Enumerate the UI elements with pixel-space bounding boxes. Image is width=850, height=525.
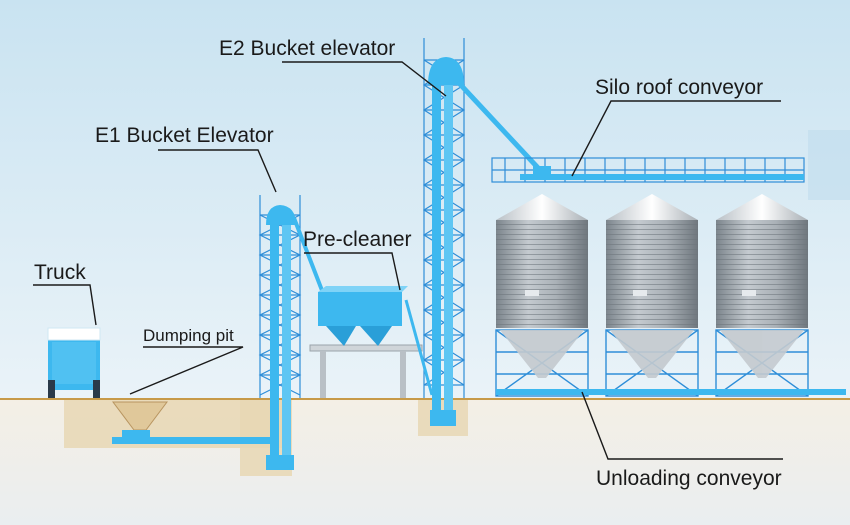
dumping-pit-label: Dumping pit [143,326,234,345]
pit-conveyor [112,437,272,444]
e2-inclined-spout [456,80,542,172]
silo-3 [716,194,808,328]
e1-elevator-leg-up [270,210,279,465]
truck [47,327,101,398]
e2-boot [430,410,456,426]
pre-cleaner [309,286,423,398]
truck-label: Truck [34,261,86,284]
e2-elevator-leg-up [432,72,441,422]
dumping-pit-leader [129,346,244,395]
sky-background [0,0,850,400]
silo-roof-conveyor [520,174,804,180]
e2-head [428,57,464,85]
truck-leader [33,284,97,326]
e2-label: E2 Bucket elevator [219,37,396,60]
unloading-conveyor [496,389,846,395]
silo-roof-walkway [491,157,805,183]
silo-2 [606,194,698,328]
silo-roof-conveyor-head [533,166,551,176]
unloading-leader [581,391,783,460]
right-side-shade [808,130,850,200]
silo-roof-conveyor-label: Silo roof conveyor [595,76,764,99]
silo-1 [496,194,588,328]
e2-elevator-leg-down [444,72,453,422]
unloading-conveyor-label: Unloading conveyor [596,467,782,490]
e1-discharge-spout [292,217,325,294]
e1-head [266,205,296,225]
e1-boot [266,455,294,470]
leader-lines [33,61,783,460]
silo-roof-leader [571,100,781,177]
precleaner-to-e2-spout [404,299,434,396]
silo-hopper-cones [500,330,804,378]
precleaner-leader [304,252,401,291]
e1-leader [158,149,277,193]
e2-leader [282,61,447,97]
pit-feeder [122,430,150,438]
pre-cleaner-label: Pre-cleaner [303,228,412,251]
e1-label: E1 Bucket Elevator [95,124,274,147]
e1-elevator-leg-down [282,210,291,465]
